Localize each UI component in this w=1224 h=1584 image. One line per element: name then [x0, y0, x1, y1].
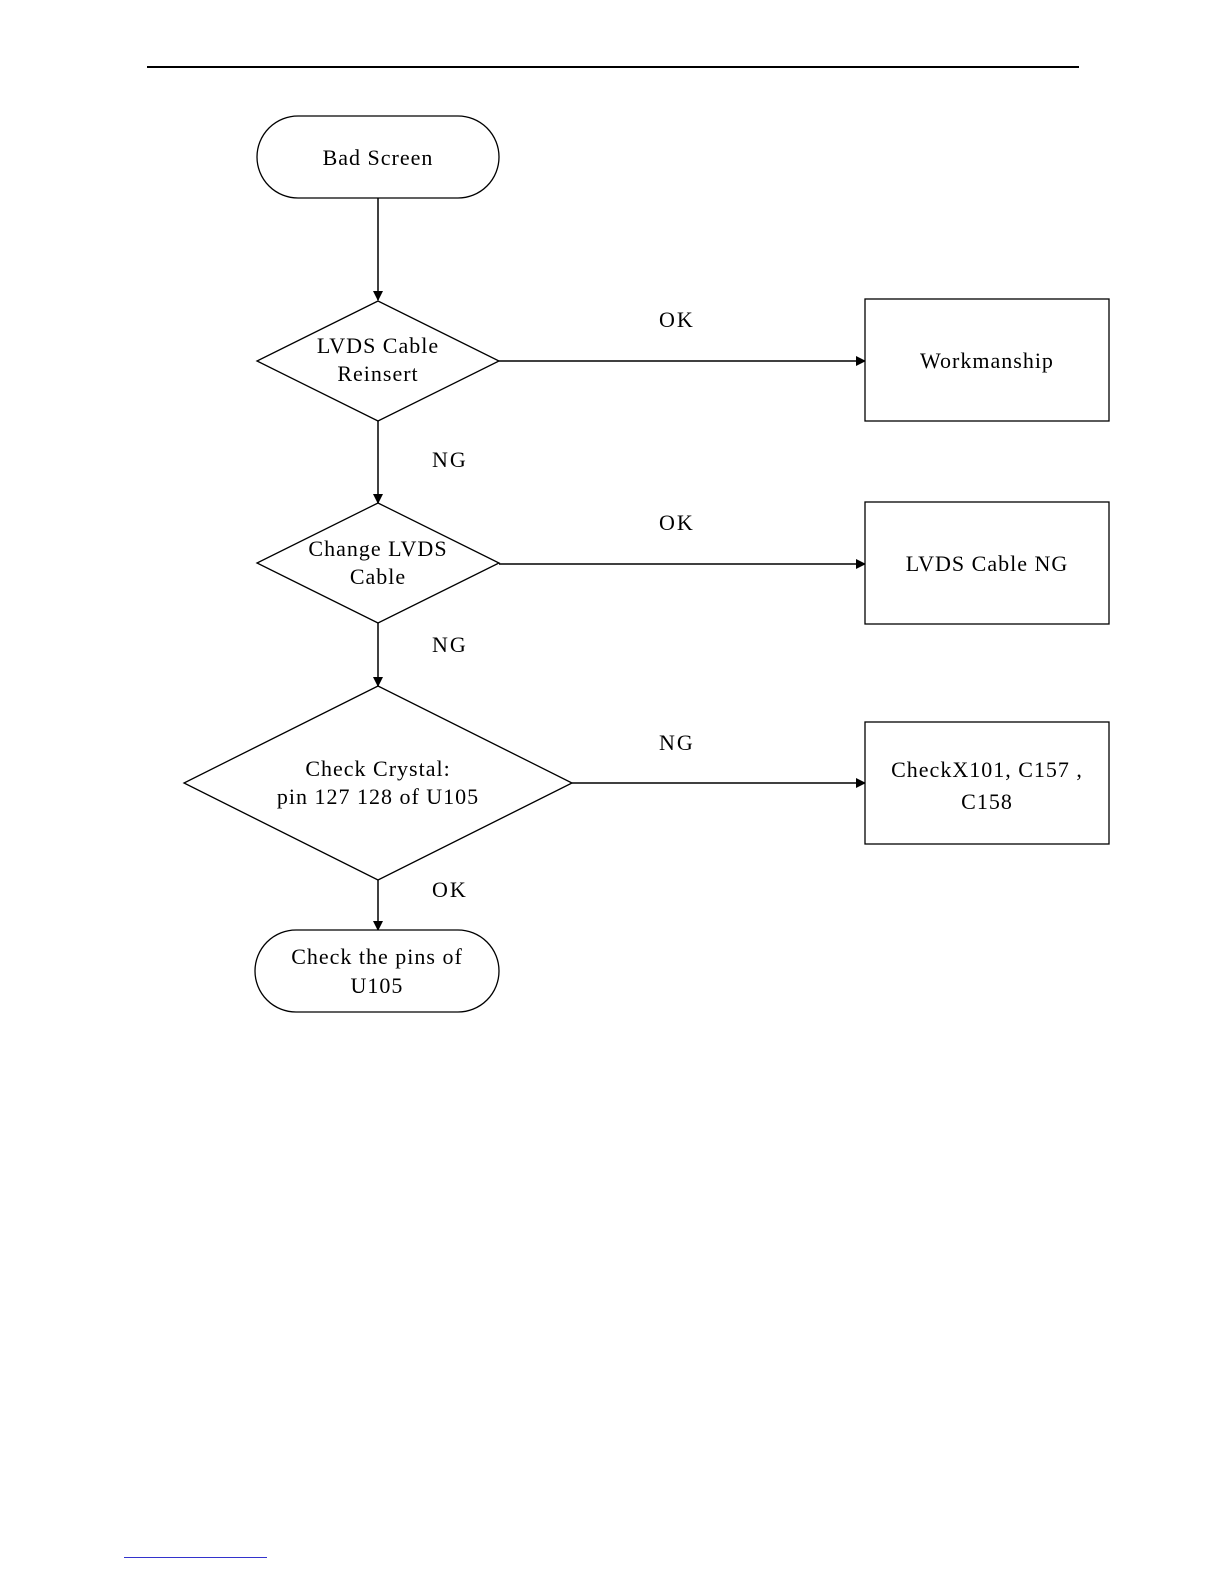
node-bad-screen: Bad Screen	[257, 116, 499, 198]
footer-link-rule	[124, 1557, 267, 1558]
node-label-lvds-reinsert-line-1: LVDS Cable	[317, 333, 439, 358]
node-label-check-pins-line-2: U105	[351, 973, 404, 998]
node-label-check-x101-line-1: CheckX101, C157 ,	[891, 757, 1083, 782]
node-label-change-lvds-line-2: Cable	[350, 564, 406, 589]
node-label-lvds-reinsert-line-2: Reinsert	[337, 361, 418, 386]
edge-label-lvds-reinsert-to-change-lvds: NG	[432, 447, 468, 472]
node-check-x101: CheckX101, C157 , C158	[865, 722, 1109, 844]
node-label-workmanship-line-1: Workmanship	[920, 348, 1054, 373]
node-label-check-x101-line-2: C158	[961, 789, 1013, 814]
node-label-change-lvds-line-1: Change LVDS	[308, 536, 447, 561]
node-label-check-crystal-line-2: pin 127 128 of U105	[277, 784, 479, 809]
edge-label-change-lvds-to-lvds-ng: OK	[659, 510, 695, 535]
node-change-lvds: Change LVDS Cable	[257, 503, 499, 623]
node-shape-check-pins	[255, 930, 499, 1012]
edge-label-check-crystal-to-check-x101: NG	[659, 730, 695, 755]
node-shape-check-x101	[865, 722, 1109, 844]
node-label-bad-screen-line-1: Bad Screen	[323, 145, 434, 170]
node-label-check-crystal-line-1: Check Crystal:	[305, 756, 450, 781]
node-shape-change-lvds	[257, 503, 499, 623]
node-label-lvds-ng-line-1: LVDS Cable NG	[906, 551, 1069, 576]
node-check-crystal: Check Crystal: pin 127 128 of U105	[184, 686, 572, 880]
node-workmanship: Workmanship	[865, 299, 1109, 421]
node-shape-check-crystal	[184, 686, 572, 880]
node-lvds-ng: LVDS Cable NG	[865, 502, 1109, 624]
node-check-pins: Check the pins of U105	[255, 930, 499, 1012]
node-label-check-pins-line-1: Check the pins of	[291, 944, 463, 969]
edge-label-change-lvds-to-check-crystal: NG	[432, 632, 468, 657]
edge-label-check-crystal-to-check-pins: OK	[432, 877, 468, 902]
edge-label-lvds-reinsert-to-workmanship: OK	[659, 307, 695, 332]
